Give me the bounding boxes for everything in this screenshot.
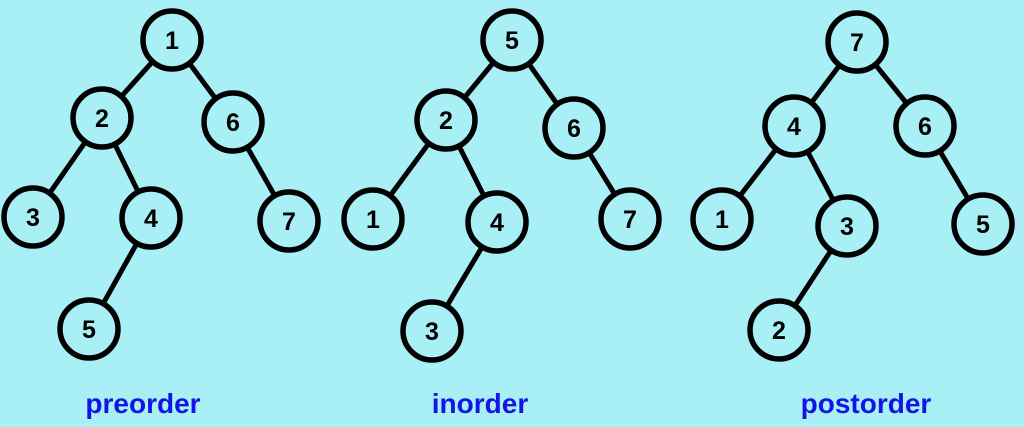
preorder-edge-n4-n5 bbox=[100, 240, 140, 307]
node-label: 2 bbox=[439, 107, 453, 135]
node-circle bbox=[465, 190, 529, 254]
preorder-node-4: 4 bbox=[119, 186, 183, 250]
postorder-node-3: 3 bbox=[815, 194, 879, 258]
node-circle bbox=[825, 10, 889, 74]
node-circle bbox=[598, 187, 662, 251]
inorder-edge-n5-n2 bbox=[461, 59, 497, 101]
node-label: 2 bbox=[95, 105, 109, 133]
node-label: 3 bbox=[425, 318, 439, 346]
node-circle bbox=[1, 185, 65, 249]
node-label: 4 bbox=[144, 205, 158, 233]
node-label: 2 bbox=[772, 317, 786, 345]
preorder-tree: 1 2 6 3 4 7 5 preorder bbox=[1, 8, 321, 419]
node-label: 1 bbox=[366, 206, 380, 234]
inorder-edges bbox=[387, 59, 618, 309]
node-label: 3 bbox=[840, 213, 854, 241]
postorder-edges bbox=[737, 62, 971, 309]
node-circle bbox=[815, 194, 879, 258]
node-circle bbox=[951, 192, 1015, 256]
preorder-node-7: 7 bbox=[257, 189, 321, 253]
preorder-edge-n1-n2 bbox=[118, 59, 156, 99]
inorder-edge-n6-n7 bbox=[586, 150, 618, 197]
node-circle bbox=[480, 8, 544, 72]
postorder-caption: postorder bbox=[801, 388, 932, 419]
inorder-edge-n5-n6 bbox=[526, 61, 560, 107]
node-label: 3 bbox=[26, 204, 40, 232]
inorder-nodes: 5 2 6 1 4 7 3 bbox=[341, 8, 662, 363]
node-circle bbox=[762, 94, 826, 158]
inorder-edge-n2-n1 bbox=[387, 140, 432, 199]
inorder-node-4: 4 bbox=[465, 190, 529, 254]
node-label: 6 bbox=[918, 113, 932, 141]
preorder-edge-n2-n3 bbox=[47, 139, 88, 196]
inorder-tree: 5 2 6 1 4 7 3 inorder bbox=[341, 8, 662, 419]
postorder-node-5: 5 bbox=[951, 192, 1015, 256]
inorder-node-6: 6 bbox=[542, 96, 606, 160]
node-circle bbox=[341, 187, 405, 251]
node-label: 7 bbox=[850, 29, 864, 57]
node-label: 1 bbox=[165, 27, 179, 55]
inorder-node-3: 3 bbox=[400, 299, 464, 363]
node-label: 6 bbox=[567, 115, 581, 143]
node-label: 5 bbox=[82, 316, 96, 344]
postorder-node-7: 7 bbox=[825, 10, 889, 74]
preorder-node-6: 6 bbox=[201, 90, 265, 154]
preorder-node-5: 5 bbox=[57, 297, 121, 361]
node-circle bbox=[747, 298, 811, 362]
postorder-edge-n3-n2 bbox=[792, 247, 834, 309]
inorder-edge-n2-n4 bbox=[456, 143, 487, 199]
node-label: 1 bbox=[715, 206, 729, 234]
node-circle bbox=[893, 94, 957, 158]
node-circle bbox=[140, 8, 204, 72]
postorder-edge-n4-n3 bbox=[805, 149, 836, 203]
node-label: 4 bbox=[490, 209, 504, 237]
node-circle bbox=[542, 96, 606, 160]
postorder-edge-n7-n6 bbox=[872, 62, 910, 106]
node-circle bbox=[119, 186, 183, 250]
inorder-edge-n4-n3 bbox=[444, 244, 485, 309]
preorder-edges bbox=[47, 59, 278, 307]
inorder-node-1: 1 bbox=[341, 187, 405, 251]
postorder-node-4: 4 bbox=[762, 94, 826, 158]
preorder-edge-n6-n7 bbox=[244, 144, 278, 199]
preorder-node-3: 3 bbox=[1, 185, 65, 249]
postorder-node-6: 6 bbox=[893, 94, 957, 158]
preorder-node-2: 2 bbox=[70, 86, 134, 150]
node-label: 6 bbox=[226, 109, 240, 137]
node-circle bbox=[690, 187, 754, 251]
node-label: 7 bbox=[282, 208, 296, 236]
node-circle bbox=[70, 86, 134, 150]
postorder-edge-n4-n1 bbox=[737, 146, 779, 199]
node-circle bbox=[257, 189, 321, 253]
node-circle bbox=[400, 299, 464, 363]
node-label: 5 bbox=[505, 27, 519, 55]
inorder-node-2: 2 bbox=[414, 88, 478, 152]
inorder-caption: inorder bbox=[432, 388, 529, 419]
node-circle bbox=[414, 88, 478, 152]
preorder-edge-n2-n4 bbox=[112, 141, 141, 195]
node-circle bbox=[201, 90, 265, 154]
postorder-node-2: 2 bbox=[747, 298, 811, 362]
preorder-nodes: 1 2 6 3 4 7 5 bbox=[1, 8, 321, 361]
node-circle bbox=[57, 297, 121, 361]
postorder-nodes: 7 4 6 1 3 5 2 bbox=[690, 10, 1015, 362]
postorder-edge-n7-n4 bbox=[808, 62, 843, 106]
preorder-edge-n1-n6 bbox=[186, 60, 219, 102]
inorder-node-5: 5 bbox=[480, 8, 544, 72]
postorder-tree: 7 4 6 1 3 5 2 postorder bbox=[690, 10, 1015, 419]
preorder-node-1: 1 bbox=[140, 8, 204, 72]
node-label: 5 bbox=[976, 211, 990, 239]
node-label: 7 bbox=[623, 206, 637, 234]
postorder-edge-n6-n5 bbox=[937, 148, 971, 202]
inorder-node-7: 7 bbox=[598, 187, 662, 251]
postorder-node-1: 1 bbox=[690, 187, 754, 251]
preorder-caption: preorder bbox=[85, 388, 200, 419]
node-label: 4 bbox=[787, 113, 801, 141]
